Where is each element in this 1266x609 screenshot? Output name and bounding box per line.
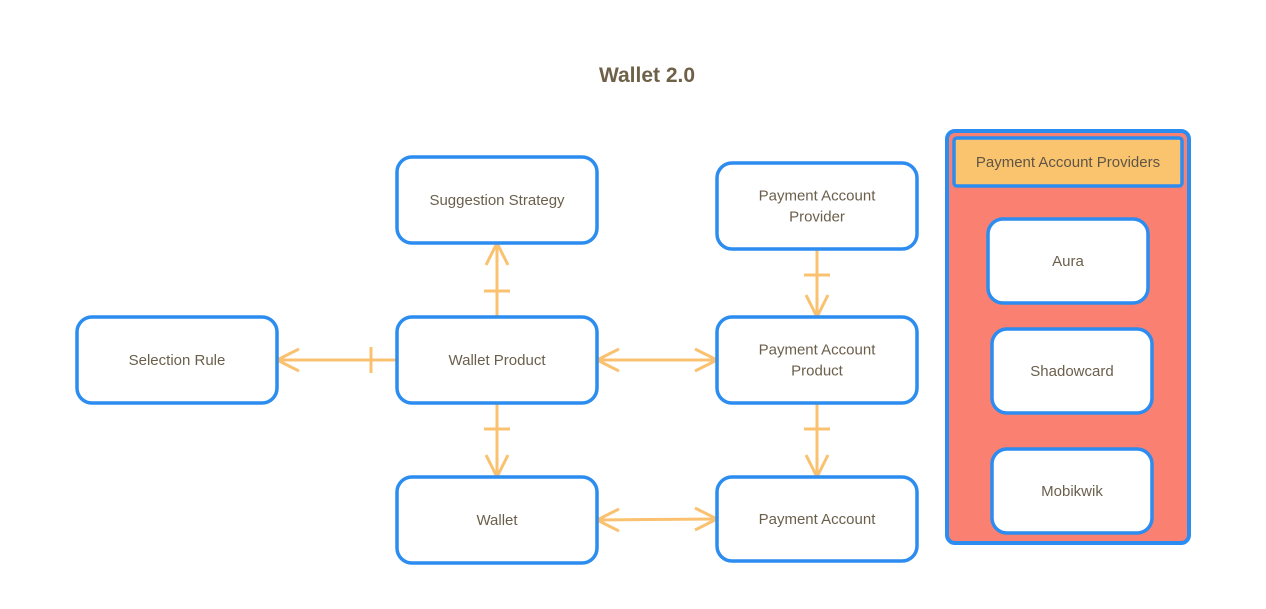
entity-box-shape — [395, 475, 599, 565]
group-panel-payment-account-providers[interactable]: Payment Account ProvidersAuraShadowcardM… — [945, 129, 1191, 545]
entity-box-label: Selection Rule — [129, 352, 226, 369]
provider-box-shadowcard[interactable]: Shadowcard — [990, 327, 1154, 415]
group-panel-header — [952, 136, 1184, 188]
relationship-crowsfoot-prong — [484, 242, 499, 266]
provider-box-shape — [990, 447, 1154, 535]
entity-box-label: Wallet Product — [449, 352, 547, 369]
relationship-crowsfoot-prong — [495, 242, 510, 266]
entity-box-wallet[interactable]: Wallet — [395, 475, 599, 565]
relationship-line — [596, 517, 718, 522]
relationship-crowsfoot-prong — [276, 347, 300, 362]
entity-box-shape — [715, 161, 919, 251]
provider-box-mobikwik[interactable]: Mobikwik — [990, 447, 1154, 535]
provider-box-aura[interactable]: Aura — [986, 217, 1150, 305]
relationship-crowsfoot-prong — [484, 454, 499, 478]
relationship-crowsfoot-prong — [596, 518, 620, 533]
entity-box-label: Payment Account — [759, 187, 877, 204]
entities-layer: Selection Rule Suggestion StrategyWallet … — [75, 155, 919, 565]
entity-box-suggestion-strategy[interactable]: Suggestion Strategy — [395, 155, 599, 245]
entity-box-label: Suggestion Strategy — [429, 192, 565, 209]
provider-box-label: Shadowcard — [1030, 363, 1113, 380]
relationship-crowsfoot-prong — [596, 358, 620, 373]
relationship-crowsfoot-prong — [694, 347, 718, 362]
entity-box-label: Provider — [789, 208, 845, 225]
relationship-crowsfoot-prong — [804, 294, 819, 318]
relationship-crowsfoot-prong — [694, 506, 718, 521]
relationship-crowsfoot-prong — [694, 517, 718, 532]
entity-box-selection-rule[interactable]: Selection Rule — [75, 315, 279, 405]
relationship-selection-rule--wallet-product[interactable] — [276, 347, 397, 373]
provider-box-label: Mobikwik — [1041, 483, 1103, 500]
provider-box-label: Aura — [1052, 253, 1084, 270]
group-panel-layer: Payment Account ProvidersAuraShadowcardM… — [945, 129, 1191, 545]
page-title: Wallet 2.0 — [599, 64, 695, 87]
entity-box-wallet-product[interactable]: Wallet Product — [395, 315, 599, 405]
entity-box-shape — [715, 315, 919, 405]
relationship-crowsfoot-prong — [815, 294, 830, 318]
relationship-crowsfoot-prong — [694, 358, 718, 373]
entity-box-label: Payment Account — [759, 341, 877, 358]
entity-box-shape — [395, 315, 599, 405]
relationship-crowsfoot-prong — [815, 454, 830, 478]
entity-box-payment-account[interactable]: Payment Account — [715, 475, 919, 563]
relationship-payment-account-provider--payment-account-product[interactable] — [804, 249, 830, 318]
entity-box-shape — [75, 315, 279, 405]
connectors-layer — [276, 242, 830, 533]
relationship-suggestion-strategy--wallet-product[interactable] — [484, 242, 510, 317]
relationship-wallet-product--wallet[interactable] — [484, 403, 510, 478]
relationship-wallet-product--payment-account-product[interactable] — [596, 347, 718, 373]
entity-box-label: Product — [791, 362, 844, 379]
entity-box-label: Payment Account — [759, 511, 877, 528]
provider-box-shape — [986, 217, 1150, 305]
entity-box-label: Wallet — [476, 512, 518, 529]
relationship-crowsfoot-prong — [495, 454, 510, 478]
relationship-crowsfoot-prong — [596, 507, 620, 522]
relationship-wallet--payment-account[interactable] — [596, 506, 718, 533]
relationship-crowsfoot-prong — [596, 347, 620, 362]
entity-box-shape — [715, 475, 919, 563]
group-panel-header-label: Payment Account Providers — [976, 154, 1160, 171]
provider-box-shape — [990, 327, 1154, 415]
relationship-crowsfoot-prong — [804, 454, 819, 478]
entity-box-shape — [395, 155, 599, 245]
relationship-payment-account-product--payment-account[interactable] — [804, 403, 830, 478]
relationship-crowsfoot-prong — [276, 358, 300, 373]
